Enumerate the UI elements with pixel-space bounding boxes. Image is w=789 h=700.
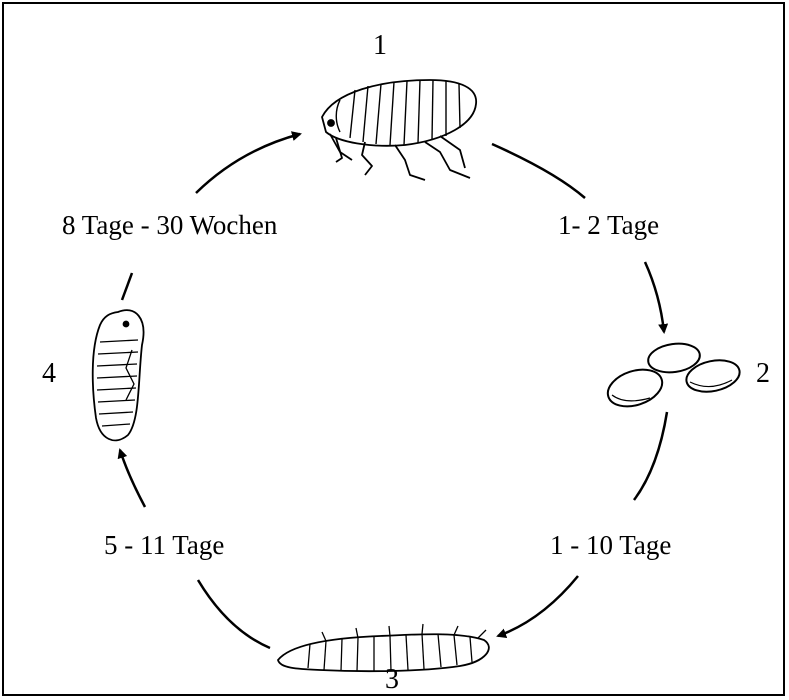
arrow-adult-to-eggs-top (492, 144, 585, 198)
arrow-adult-to-eggs (645, 262, 664, 332)
arrow-pupa-to-adult-bottom (122, 273, 132, 300)
duration-pupa-to-adult: 8 Tage - 30 Wochen (62, 212, 277, 239)
arrow-larva-to-pupa (120, 450, 145, 507)
stage-number-larva: 3 (385, 666, 399, 694)
stage-number-adult: 1 (373, 32, 387, 60)
flea-eggs-icon (603, 341, 742, 413)
adult-flea-icon (322, 80, 476, 180)
duration-larva-to-pupa: 5 - 11 Tage (104, 532, 224, 559)
duration-eggs-to-larva: 1 - 10 Tage (550, 532, 671, 559)
arrow-larva-to-pupa-bottom (198, 580, 270, 648)
arrow-eggs-to-larva (498, 576, 578, 636)
arrow-pupa-to-adult (196, 134, 300, 193)
stage-number-eggs: 2 (756, 360, 770, 388)
flea-pupa-icon (93, 310, 144, 440)
arrow-eggs-to-larva-top (634, 412, 667, 500)
flea-larva-icon (278, 624, 489, 671)
duration-adult-to-eggs: 1- 2 Tage (558, 212, 659, 239)
stage-number-pupa: 4 (42, 360, 56, 388)
